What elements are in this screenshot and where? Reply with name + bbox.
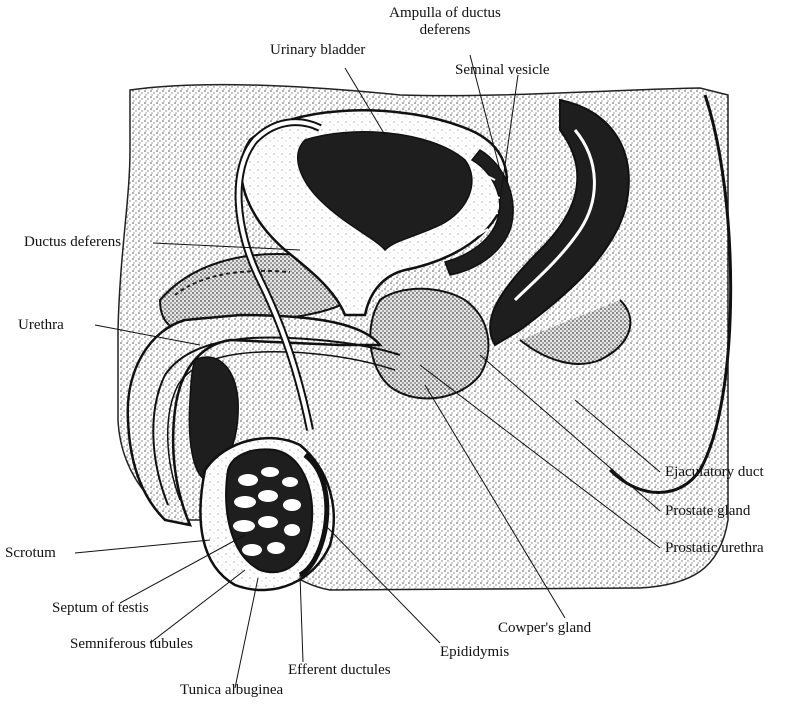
- label-epididymis: Epididymis: [440, 644, 509, 661]
- label-ampulla-line1: Ampulla of ductus: [360, 5, 530, 22]
- label-tunica-albuginea: Tunica albuginea: [180, 682, 283, 699]
- label-ampulla: Ampulla of ductus deferens: [360, 5, 530, 39]
- label-prostatic-urethra: Prostatic urethra: [665, 540, 764, 557]
- label-ejaculatory-duct: Ejaculatory duct: [665, 464, 764, 481]
- label-scrotum: Scrotum: [5, 545, 56, 562]
- label-ductus-deferens: Ductus deferens: [24, 234, 121, 251]
- prostate-gland: [370, 289, 488, 399]
- label-septum-of-testis: Septum of testis: [52, 600, 149, 617]
- label-urinary-bladder: Urinary bladder: [270, 42, 365, 59]
- label-urethra: Urethra: [18, 317, 64, 334]
- label-seminiferous-tubules: Semniferous tubules: [70, 636, 193, 653]
- label-prostate-gland: Prostate gland: [665, 503, 750, 520]
- label-seminal-vesicle: Seminal vesicle: [455, 62, 550, 79]
- label-efferent-ductules: Efferent ductules: [288, 662, 391, 679]
- label-cowpers-gland: Cowper's gland: [498, 620, 591, 637]
- label-ampulla-line2: deferens: [360, 22, 530, 39]
